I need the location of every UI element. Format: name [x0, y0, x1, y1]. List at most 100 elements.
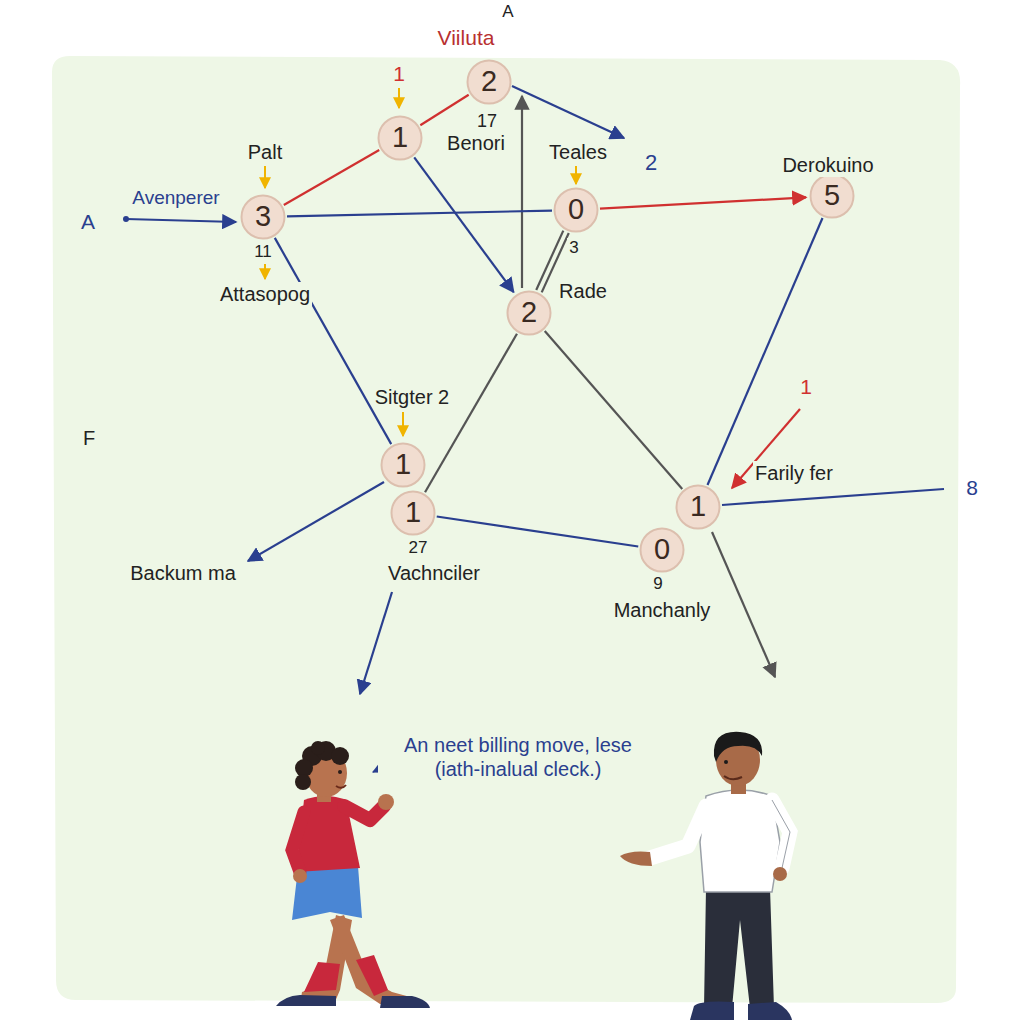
- drawing-g: [295, 741, 349, 790]
- drawing-path: [336, 785, 346, 788]
- text-label: Manchanly: [612, 598, 713, 622]
- drawing-circle: [773, 867, 787, 881]
- text-label: 9: [651, 574, 664, 594]
- text-label: 3: [567, 238, 580, 258]
- drawing-line: [722, 489, 944, 505]
- label-holder: Avenperer: [130, 187, 221, 210]
- circle-shape: [242, 196, 285, 239]
- drawing-path: [772, 800, 790, 868]
- label-holder: Benori: [445, 131, 507, 155]
- text-label: Derokuino: [780, 153, 875, 177]
- number-circle: 1: [390, 490, 436, 536]
- label-holder: 11: [252, 242, 274, 262]
- text-label: 2: [643, 150, 659, 176]
- node-number: 5: [824, 181, 840, 210]
- drawing-path: [690, 1002, 734, 1021]
- drawing-path: [330, 915, 414, 1006]
- label-holder: A: [79, 209, 97, 234]
- number-circle: 2: [506, 290, 552, 336]
- connector-line: [414, 157, 513, 292]
- number-circle: 2: [466, 59, 512, 105]
- node-number: 2: [481, 67, 497, 96]
- label-holder: Attasopog: [218, 282, 312, 306]
- label-holder: Sitgter 2: [373, 385, 451, 409]
- text-label: Backum ma: [128, 561, 238, 585]
- text-label: 8: [964, 475, 980, 500]
- drawing-line: [712, 532, 775, 677]
- node-number: 1: [405, 498, 421, 527]
- text-label: Vachnciler: [386, 561, 482, 585]
- label-holder: 9: [651, 574, 664, 594]
- drawing-circle: [331, 747, 349, 765]
- label-holder: 8: [964, 475, 980, 500]
- node-number: 1: [392, 123, 408, 152]
- drawing-circle: [338, 770, 342, 774]
- text-label: Farily fer: [753, 461, 835, 485]
- label-holder: Rade: [557, 279, 609, 303]
- drawing-line: [512, 86, 624, 138]
- label-holder: 27: [407, 538, 430, 558]
- number-circle: 1: [377, 115, 423, 161]
- circle-shape: [468, 61, 511, 104]
- circle-shape: [677, 486, 720, 529]
- text-label: Attasopog: [218, 282, 312, 306]
- drawing-path: [292, 866, 362, 920]
- drawing-path: [704, 888, 774, 1008]
- label-holder: Palt: [246, 140, 284, 164]
- text-label: A: [500, 2, 515, 22]
- drawing-circle: [311, 741, 325, 755]
- drawing-line: [126, 219, 236, 222]
- drawing-path: [292, 812, 304, 872]
- label-holder: 3: [567, 238, 580, 258]
- circle-shape: [379, 117, 422, 160]
- number-circle: 3: [240, 194, 286, 240]
- node-number: 3: [255, 202, 271, 231]
- text-label: Palt: [246, 140, 284, 164]
- node-number: 0: [568, 195, 584, 224]
- number-circle: 0: [639, 527, 685, 573]
- text-label: F: [81, 426, 97, 450]
- drawing-line: [398, 88, 400, 108]
- label-holder: An neet billing move, lese (iath-inalual…: [378, 733, 658, 781]
- text-label: Viiluta: [436, 25, 497, 50]
- node-number: 0: [654, 535, 670, 564]
- text-label: Avenperer: [130, 187, 221, 210]
- connector-line: [287, 211, 552, 217]
- drawing-path: [724, 776, 742, 779]
- connector-line: [437, 517, 639, 547]
- connector-line: [600, 197, 806, 208]
- drawing-circle: [378, 794, 394, 810]
- boy-figure: [276, 741, 430, 1008]
- label-holder: Derokuino: [780, 153, 875, 177]
- text-label: 1: [798, 374, 814, 399]
- drawing-path: [276, 995, 336, 1006]
- drawing-line: [264, 264, 266, 279]
- label-holder: Backum ma: [128, 561, 238, 585]
- connector-line: [425, 334, 517, 492]
- text-label: 17: [475, 111, 499, 133]
- text-label: 1: [391, 61, 407, 86]
- connector-line: [420, 95, 468, 125]
- drawing-path: [356, 955, 388, 996]
- text-label: Rade: [557, 279, 609, 303]
- drawing-path: [620, 852, 652, 867]
- circle-shape: [811, 175, 854, 218]
- drawing-circle: [293, 869, 307, 883]
- text-label: 11: [252, 242, 274, 262]
- label-holder: 1: [798, 374, 814, 399]
- drawing-line: [248, 482, 384, 561]
- number-circle: 1: [675, 484, 721, 530]
- text-label: A: [79, 209, 97, 234]
- label-holder: 17: [475, 111, 499, 133]
- label-holder: Manchanly: [612, 598, 713, 622]
- drawing-line: [360, 592, 392, 694]
- label-holder: Farily fer: [753, 461, 835, 485]
- connector-line: [284, 150, 379, 205]
- text-label: An neet billing move, lese (iath-inalual…: [378, 733, 658, 781]
- circle-shape: [555, 189, 598, 232]
- label-holder: 2: [643, 150, 659, 176]
- text-label: Benori: [445, 131, 507, 155]
- label-holder: Viiluta: [436, 25, 497, 50]
- drawing-line: [402, 412, 404, 436]
